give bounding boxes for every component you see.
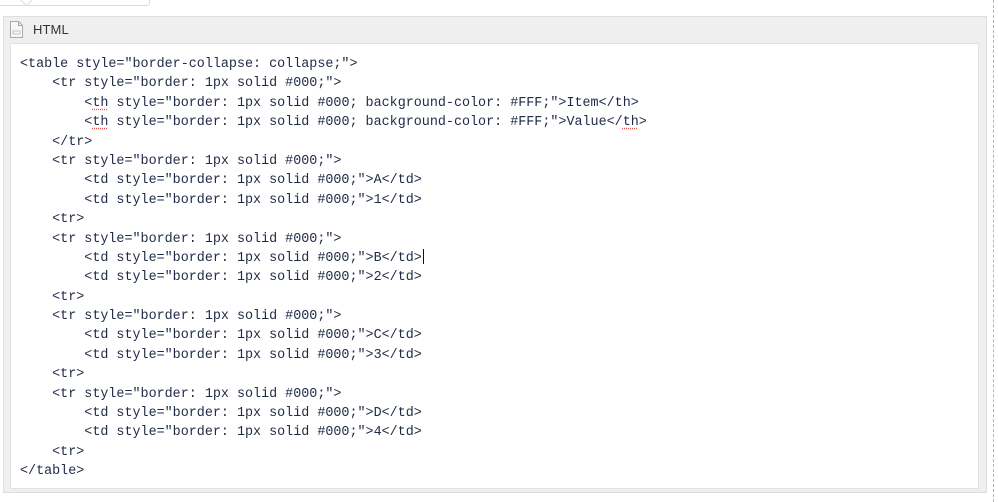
dashed-guide-line	[993, 0, 994, 502]
code-line: <td style="border: 1px solid #000;">4</t…	[20, 425, 422, 441]
code-line: <th style="border: 1px solid #000; backg…	[20, 113, 647, 132]
tooltip-popover	[0, 0, 150, 7]
text-caret	[422, 248, 424, 264]
code-line: <tr>	[20, 289, 85, 305]
html-code-panel: HTML <table style="border-collapse: coll…	[3, 16, 987, 493]
code-line: <th style="border: 1px solid #000; backg…	[20, 94, 647, 113]
code-line: <tr>	[20, 444, 85, 460]
code-line: <td style="border: 1px solid #000;">C</t…	[20, 328, 422, 344]
spellcheck-flagged-word: th	[92, 115, 109, 131]
code-content[interactable]: <table style="border-collapse: collapse;…	[20, 55, 647, 482]
panel-title: HTML	[33, 22, 69, 37]
code-line: <td style="border: 1px solid #000;">D</t…	[20, 406, 422, 422]
code-line: <tr>	[20, 212, 85, 228]
code-indent: <	[20, 95, 93, 111]
code-line-end: >	[638, 115, 647, 131]
code-line-rest: style="border: 1px solid #000; backgroun…	[108, 115, 623, 131]
tooltip-arrow	[18, 0, 35, 7]
code-line: <td style="border: 1px solid #000;">2</t…	[20, 270, 422, 286]
code-line: <td style="border: 1px solid #000;">3</t…	[20, 347, 422, 363]
code-line: <td style="border: 1px solid #000;">A</t…	[20, 173, 422, 189]
code-line: <table style="border-collapse: collapse;…	[20, 57, 358, 72]
code-line: <tr style="border: 1px solid #000;">	[20, 231, 342, 247]
code-line: <tr style="border: 1px solid #000;">	[20, 76, 342, 92]
spellcheck-flagged-word: th	[622, 115, 639, 131]
code-line: <tr>	[20, 367, 85, 383]
code-line: <tr style="border: 1px solid #000;">	[20, 153, 342, 169]
code-line: <tr style="border: 1px solid #000;">	[20, 309, 342, 325]
code-line-text: <td style="border: 1px solid #000;">B</t…	[20, 250, 422, 266]
panel-header: HTML	[4, 17, 986, 42]
code-line: <tr style="border: 1px solid #000;">	[20, 386, 342, 402]
code-line: <td style="border: 1px solid #000;">B</t…	[20, 248, 647, 268]
code-indent: <	[20, 115, 93, 131]
code-line-rest: style="border: 1px solid #000; backgroun…	[108, 95, 639, 111]
code-line: </tr>	[20, 134, 93, 150]
code-editor[interactable]: <table style="border-collapse: collapse;…	[10, 43, 979, 489]
file-icon	[10, 21, 23, 38]
code-line: </table>	[20, 464, 85, 480]
spellcheck-flagged-word: th	[92, 95, 109, 111]
code-line: <td style="border: 1px solid #000;">1</t…	[20, 192, 422, 208]
